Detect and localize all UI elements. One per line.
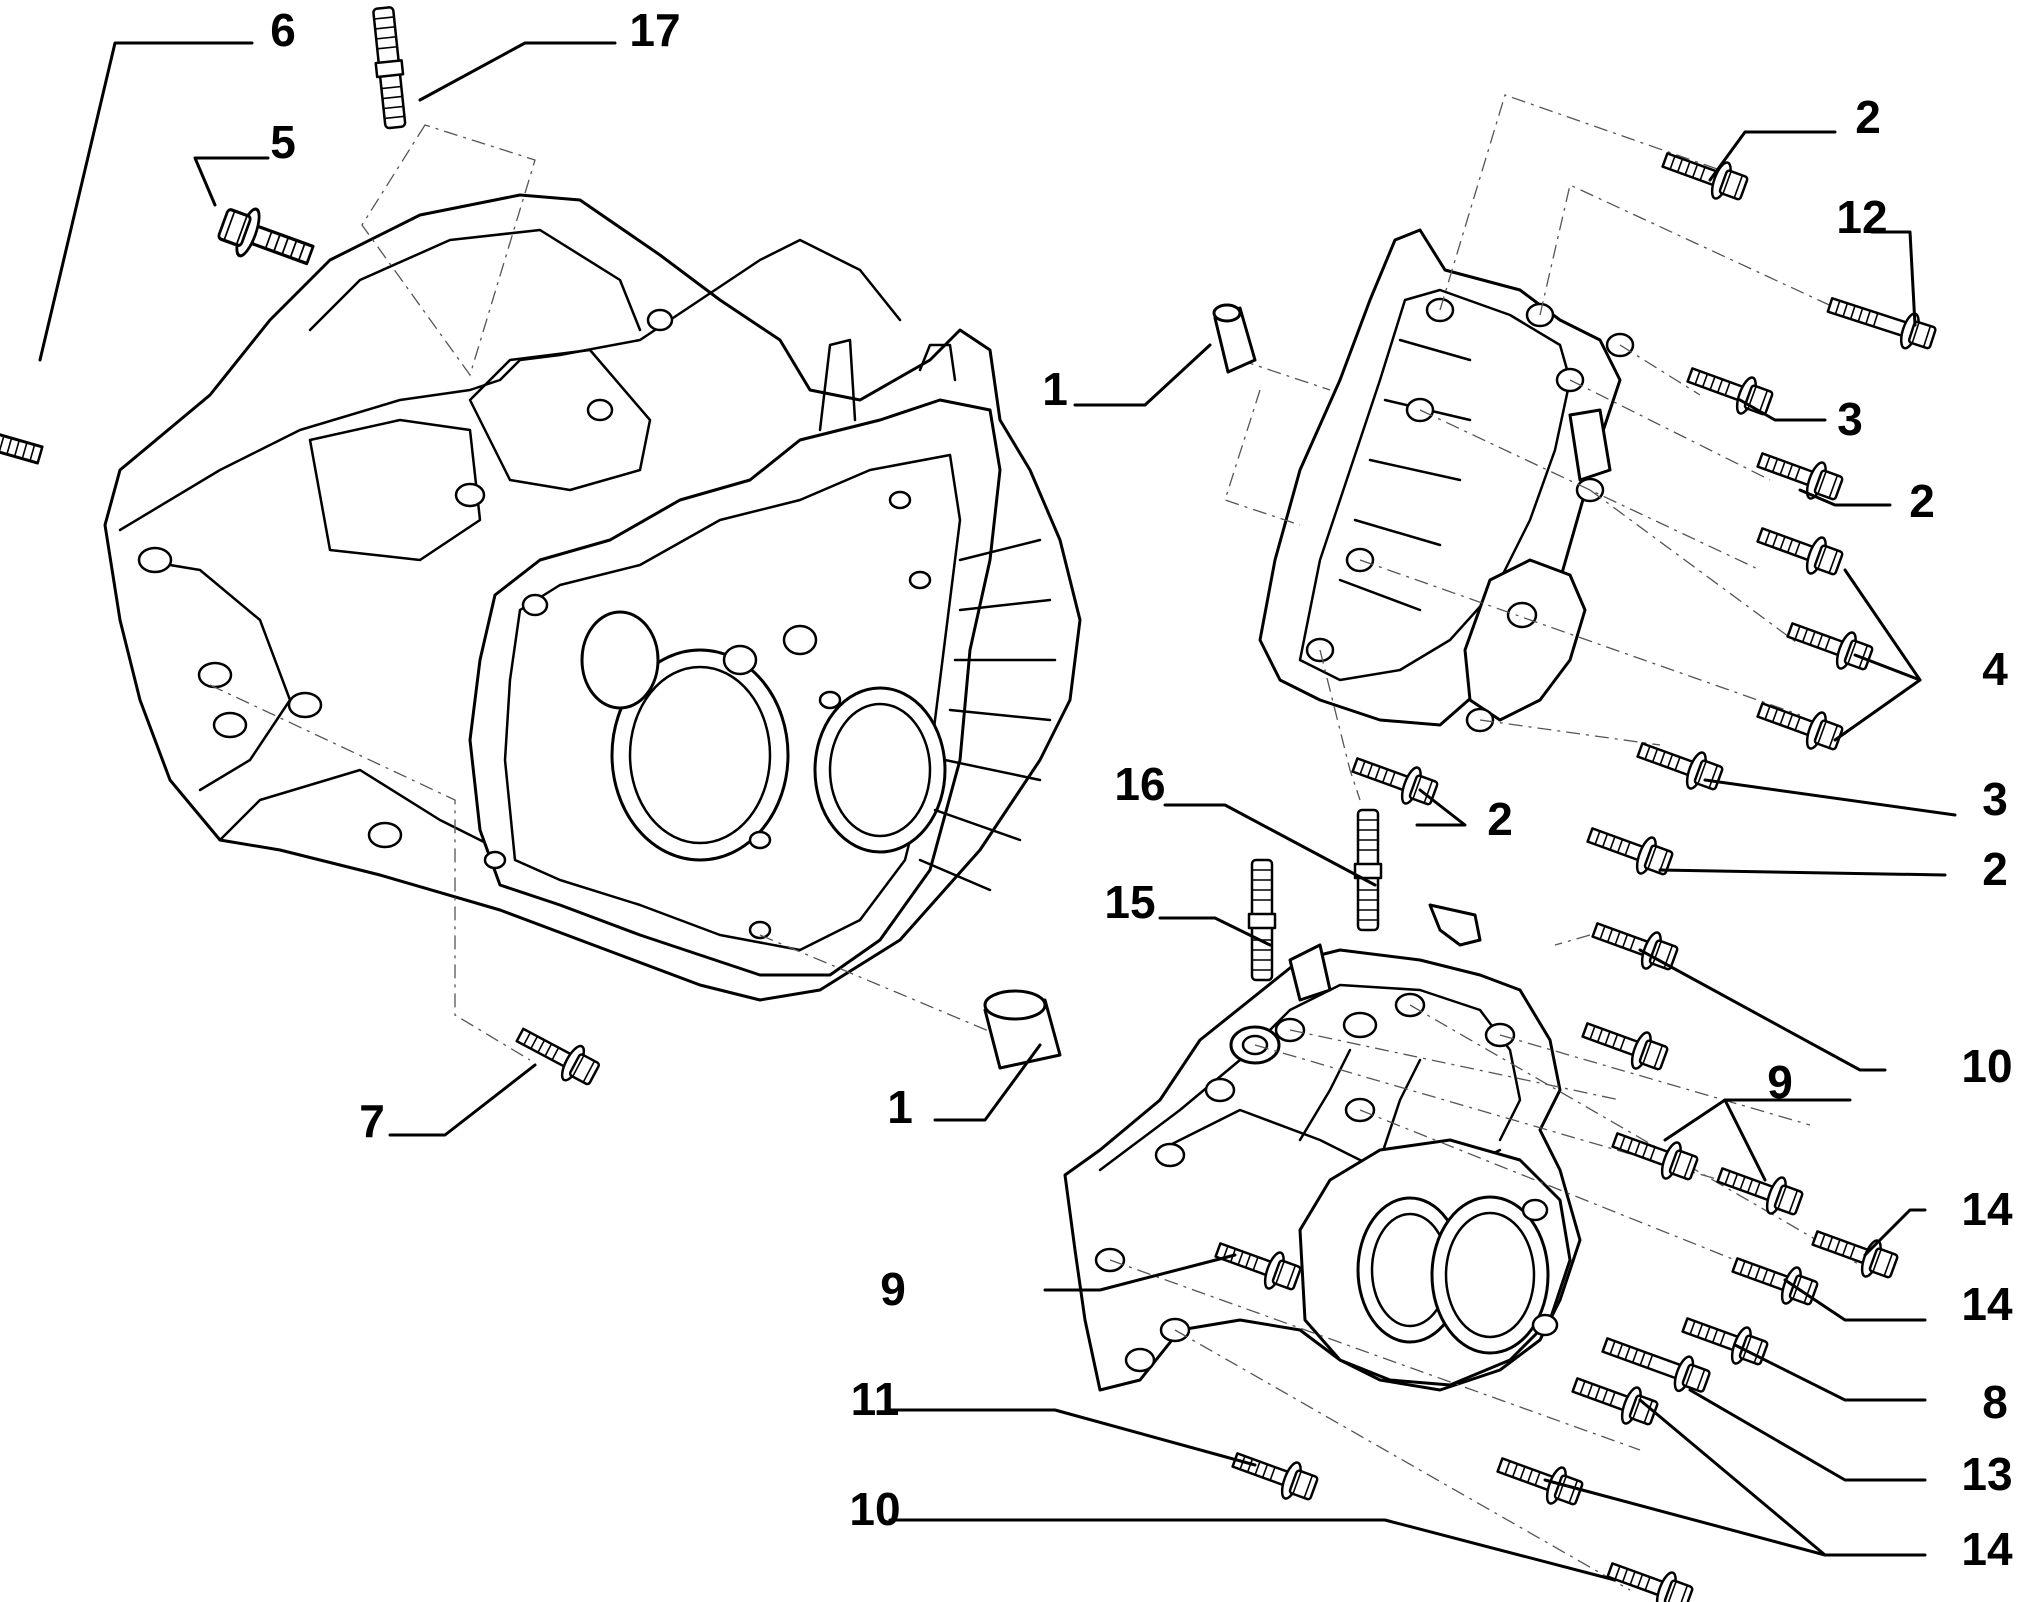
callout-13: 13	[1961, 1448, 2012, 1500]
callout-15: 15	[1104, 876, 1155, 928]
callout-7: 7	[359, 1095, 385, 1147]
part-15-stud	[1247, 858, 1277, 982]
part-10-bolt-a	[1587, 910, 1682, 978]
part-1-dowel-lower	[983, 989, 1062, 1070]
callout-6: 6	[270, 4, 296, 56]
callout-3-b: 3	[1982, 773, 2008, 825]
part-9-bolt-a	[1577, 1010, 1672, 1078]
callout-14-c: 14	[1961, 1523, 2013, 1575]
part-9-bolt-b	[1607, 1120, 1702, 1188]
part-4-bolt-a	[1752, 515, 1847, 583]
part-2-bolt-a	[1657, 140, 1752, 208]
upper-cover	[1258, 228, 1635, 733]
assembly-lines-lower-housing	[1109, 934, 1861, 1591]
part-17-stud	[368, 5, 410, 130]
part-10-bolt-b	[1602, 1550, 1697, 1602]
part-4-bolt-b	[1782, 610, 1877, 678]
callout-17: 17	[629, 4, 680, 56]
assembly-lines-left	[209, 124, 1011, 1061]
callout-5: 5	[270, 116, 296, 168]
callout-4: 4	[1982, 643, 2008, 695]
callout-numbers: 6 17 5 1 7 1 2 12 3 2 4 16 2 3 2 15 10 9…	[270, 4, 2013, 1575]
part-12-bolt	[1823, 286, 1940, 357]
callout-14-a: 14	[1961, 1183, 2013, 1235]
part-14-bolt-d	[1492, 1445, 1587, 1513]
part-14-bolt-c	[1567, 1365, 1662, 1433]
callout-2-a: 2	[1855, 91, 1881, 143]
callout-10-a: 10	[1961, 1040, 2012, 1092]
part-1-dowel-upper	[1212, 303, 1257, 374]
part-2-bolt-d	[1582, 815, 1677, 883]
callout-3-a: 3	[1837, 393, 1863, 445]
part-13-bolt	[1597, 1326, 1714, 1401]
callout-1-upper: 1	[1042, 363, 1068, 415]
part-4-bolt-c	[1752, 690, 1847, 758]
part-14-bolt-b	[1727, 1245, 1822, 1313]
part-6-bolt	[0, 402, 48, 478]
part-7-bolt	[509, 1016, 605, 1093]
main-transmission-housing	[103, 193, 1082, 1002]
callout-2-b: 2	[1909, 475, 1935, 527]
part-11-bolt	[1227, 1440, 1322, 1508]
part-2-bolt-b	[1752, 440, 1847, 508]
part-14-bolt-a	[1807, 1218, 1902, 1286]
callout-10-b: 10	[849, 1483, 900, 1535]
callout-9-a: 9	[1767, 1056, 1793, 1108]
callout-2-c: 2	[1487, 793, 1513, 845]
callout-14-b: 14	[1961, 1278, 2013, 1330]
part-16-stud	[1353, 808, 1383, 932]
callout-11: 11	[851, 1373, 900, 1425]
part-5-bolt	[213, 198, 321, 280]
callout-12: 12	[1836, 191, 1887, 243]
callout-8: 8	[1982, 1376, 2008, 1428]
callout-2-d: 2	[1982, 843, 2008, 895]
callout-16: 16	[1114, 758, 1165, 810]
part-2-bolt-c	[1347, 745, 1442, 813]
assembly-lines-upper-cover	[1224, 94, 1841, 801]
leader-lines	[38, 41, 1957, 1582]
callout-9-b: 9	[880, 1263, 906, 1315]
callout-1-lower: 1	[887, 1081, 913, 1133]
part-3-bolt-b	[1632, 730, 1727, 798]
lower-housing	[1063, 903, 1582, 1392]
